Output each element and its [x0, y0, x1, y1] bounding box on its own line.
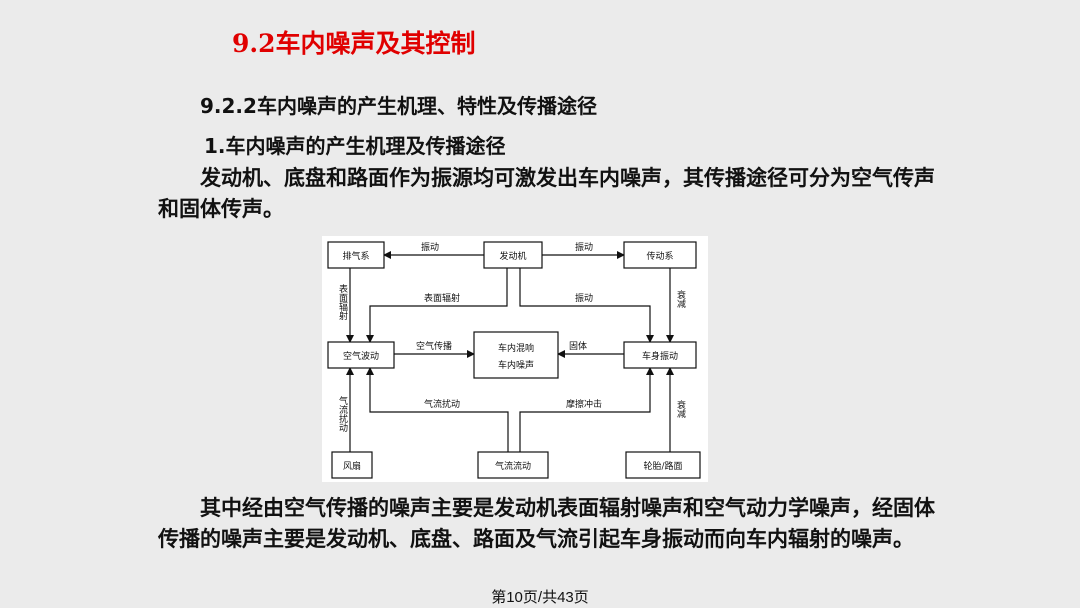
node-drivetrain-box [623, 241, 697, 269]
slide-title: 9.2车内噪声及其控制 [232, 29, 476, 58]
diagram-connectors [346, 251, 674, 452]
edge-airflow-disturbance-label: 气流扰动 [424, 398, 460, 410]
node-engine-label: 发动机 [499, 250, 526, 262]
node-airflow-label: 气流流动 [495, 460, 531, 472]
node-engine-box [483, 241, 543, 269]
node-exhaust-label: 排气系 [342, 250, 369, 262]
node-air-wave-box [327, 341, 395, 369]
node-air-wave-label: 空气波动 [343, 350, 379, 362]
node-cabin-label-1: 车内混响 [498, 342, 534, 354]
node-tire-road-box [625, 451, 701, 479]
node-body-vibration-label: 车身振动 [642, 350, 678, 362]
node-exhaust-box [327, 241, 385, 269]
edge-vibration-left-label: 振动 [421, 241, 439, 253]
node-tire-road-label: 轮胎/路面 [643, 460, 682, 472]
edge-airflow-disturbance-vertical-label: 气流扰动 [337, 395, 348, 433]
edge-surface-radiation-vertical-label: 表面辐射 [337, 283, 348, 321]
noise-path-diagram: 排气系 发动机 传动系 空气波动 车内混响 车内噪声 车身振动 风扇 气流流动 … [322, 236, 708, 482]
paragraph-detail: 其中经由空气传播的噪声主要是发动机表面辐射噪声和空气动力学噪声，经固体传播的噪声… [158, 496, 935, 551]
node-cabin-box [473, 331, 559, 379]
edge-friction-impact-label: 摩擦冲击 [566, 398, 602, 410]
paragraph-intro: 发动机、底盘和路面作为振源均可激发出车内噪声，其传播途径可分为空气传声和固体传声… [158, 166, 935, 221]
edge-damping-bottom-label: 衰减 [675, 399, 686, 419]
node-fan-box [331, 451, 373, 479]
edge-solid-label: 固体 [569, 340, 587, 352]
edge-air-transmission-label: 空气传播 [416, 340, 452, 352]
node-fan-label: 风扇 [343, 460, 361, 472]
subtitle: 9.2.2车内噪声的产生机理、特性及传播途径 [200, 94, 597, 118]
edge-damping-top-label: 衰减 [675, 289, 686, 309]
edge-vibration-mid-label: 振动 [575, 292, 593, 304]
section-heading: 1.车内噪声的产生机理及传播途径 [204, 134, 506, 158]
node-airflow-box [477, 451, 549, 479]
edge-vibration-right-label: 振动 [575, 241, 593, 253]
node-drivetrain-label: 传动系 [646, 250, 673, 262]
edge-surface-radiation-label: 表面辐射 [424, 292, 460, 304]
node-cabin-label-2: 车内噪声 [498, 359, 534, 371]
node-body-vibration-box [623, 341, 697, 369]
page-indicator: 第10页/共43页 [491, 589, 589, 606]
